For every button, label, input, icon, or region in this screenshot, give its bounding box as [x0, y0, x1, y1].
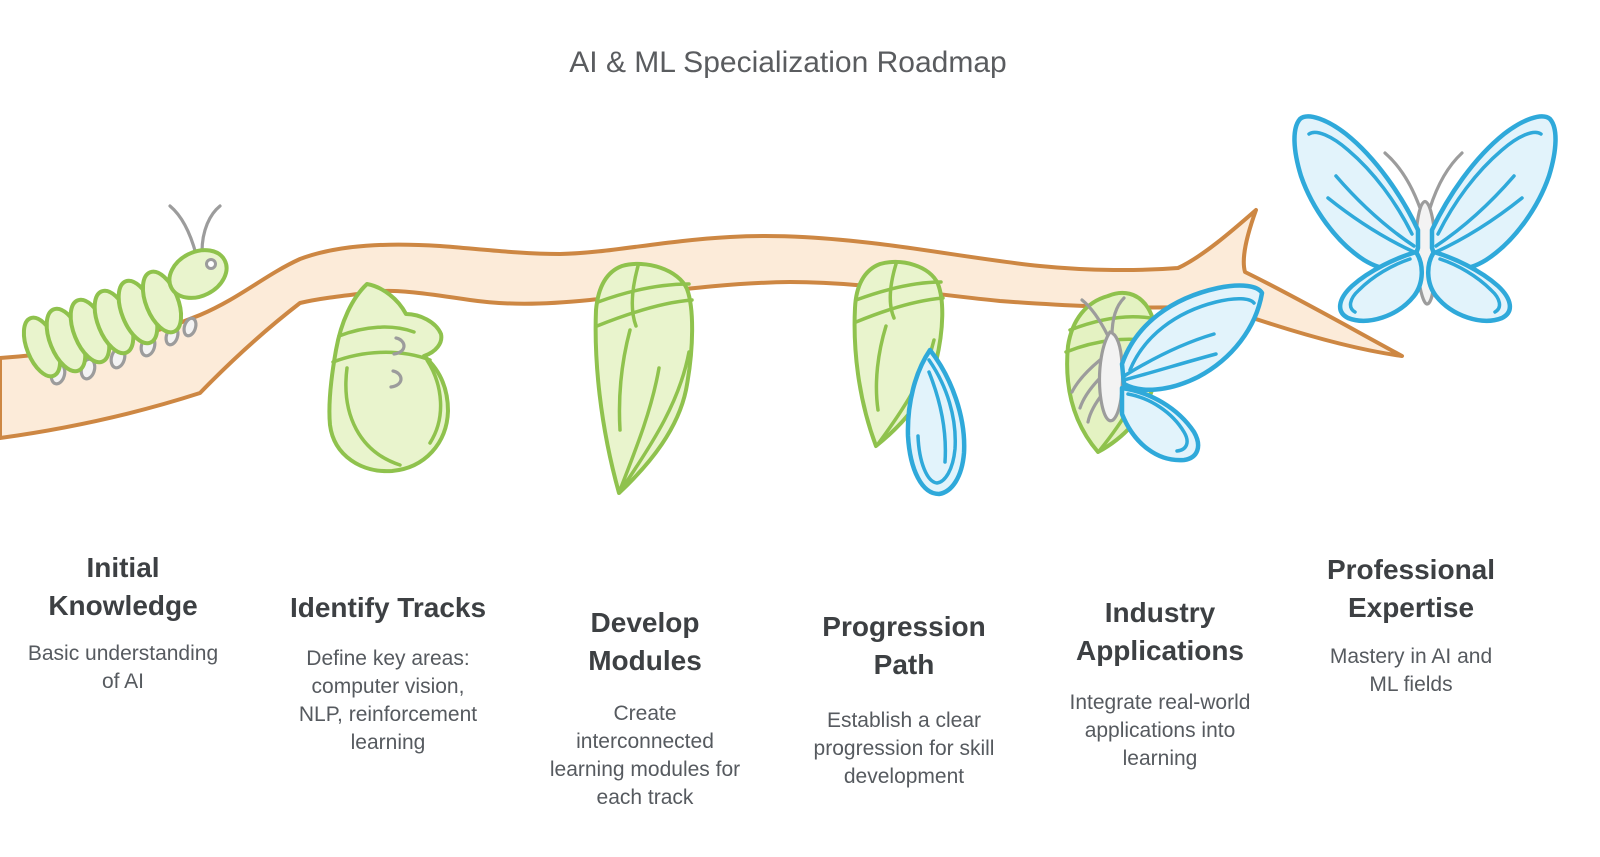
chrysalis-band: [854, 296, 945, 324]
stage-heading: Industry Applications: [1075, 597, 1244, 666]
stage-heading: Develop Modules: [588, 607, 702, 676]
stage-heading: Progression Path: [822, 611, 986, 680]
butterfly-upper-left-wing: [1292, 114, 1421, 271]
stage-heading: Identify Tracks: [289, 592, 487, 623]
butterfly-lower-right-wing: [1426, 249, 1512, 324]
emerging-wing-inner-line: [916, 358, 957, 485]
curling-chrysalis-hook: [389, 369, 403, 389]
butterfly-upper-right-wing-inner-line: [1436, 130, 1543, 236]
chrysalis-vein: [619, 350, 691, 492]
butterfly-antenna: [1428, 151, 1464, 210]
butterfly-upper-left-wing-inner-line: [1307, 130, 1414, 236]
butterfly-lower-wing-inner-line: [1126, 392, 1189, 453]
stage-description: Basic understanding of AI: [27, 642, 219, 693]
stage-initial-knowledge: Initial Knowledge Basic understanding of…: [0, 0, 253, 857]
curling-chrysalis-coil: [344, 366, 402, 467]
curling-chrysalis-band: [331, 350, 432, 364]
butterfly-upper-left-wing-vein: [1326, 196, 1416, 254]
chrysalis-crease: [888, 262, 898, 320]
chrysalis-band: [595, 298, 694, 328]
butterfly-antenna: [1383, 151, 1422, 210]
chrysalis-shell-band: [1068, 315, 1152, 332]
caterpillar-antenna-left: [168, 204, 198, 256]
butterfly-antenna: [1080, 298, 1110, 338]
caterpillar-eye: [205, 258, 217, 270]
chrysalis-band: [596, 282, 691, 304]
stage-heading: Professional Expertise: [1326, 554, 1496, 623]
chrysalis-vein: [618, 366, 661, 492]
stage-description: Mastery in AI and ML fields: [1329, 645, 1493, 696]
chrysalis-crease: [630, 264, 640, 328]
stage-heading: Initial Knowledge: [48, 552, 198, 621]
butterfly-illustration: [1292, 114, 1558, 324]
stage-description: Integrate real-world applications into l…: [1069, 691, 1251, 770]
curling-chrysalis-band: [337, 325, 416, 338]
page-title: AI & ML Specialization Roadmap: [569, 46, 1007, 79]
butterfly-lower-right-wing-inner-line: [1438, 257, 1502, 314]
butterfly-upper-wing-inner-line: [1128, 297, 1256, 372]
stage-description: Create interconnected learning modules f…: [549, 702, 741, 809]
butterfly-lower-left-wing: [1338, 249, 1424, 324]
caterpillar-illustration: [21, 204, 229, 386]
stage-progression-path: Progression Path Establish a clear progr…: [774, 0, 1034, 857]
chrysalis-vein: [874, 324, 888, 412]
curling-chrysalis-hook: [392, 336, 406, 356]
butterfly-body: [1097, 330, 1125, 423]
butterfly-upper-left-wing-vein: [1334, 174, 1416, 248]
emerging-butterfly-illustration: [1064, 283, 1265, 463]
butterfly-leg: [1070, 358, 1102, 394]
metamorphosis-illustration: [0, 114, 1558, 497]
curling-chrysalis-coil: [425, 358, 443, 445]
chrysalis-pod: [593, 261, 695, 495]
stage-description: Define key areas: computer vision, NLP, …: [298, 647, 478, 754]
curling-chrysalis-illustration: [327, 282, 450, 474]
stage-identify-tracks: Identify Tracks Define key areas: comput…: [258, 0, 518, 857]
tree-branch: [0, 208, 1404, 440]
butterfly-upper-wing-vein: [1122, 332, 1216, 378]
caterpillar-leg: [182, 316, 198, 338]
stage-develop-modules: Develop Modules Create interconnected le…: [515, 0, 775, 857]
chrysalis-wing-illustration: [852, 260, 967, 497]
stage-description: Establish a clear progression for skill …: [813, 709, 995, 788]
butterfly-lower-wing: [1119, 385, 1201, 463]
butterfly-upper-wing: [1119, 283, 1265, 392]
butterfly-upper-right-wing-vein: [1434, 196, 1524, 254]
caterpillar-antenna-right: [200, 204, 222, 254]
chrysalis-vein: [617, 328, 632, 432]
stage-industry-applications: Industry Applications Integrate real-wor…: [1030, 0, 1290, 857]
chrysalis-band: [854, 280, 943, 302]
chrysalis-illustration: [593, 261, 695, 495]
butterfly-upper-right-wing-vein: [1434, 174, 1516, 248]
emerging-wing-vein: [927, 370, 948, 464]
butterfly-upper-wing-vein: [1122, 352, 1218, 382]
butterfly-lower-left-wing-inner-line: [1348, 257, 1412, 314]
butterfly-upper-right-wing: [1429, 114, 1558, 271]
stage-professional-expertise: Professional Expertise Mastery in AI and…: [1281, 0, 1541, 857]
